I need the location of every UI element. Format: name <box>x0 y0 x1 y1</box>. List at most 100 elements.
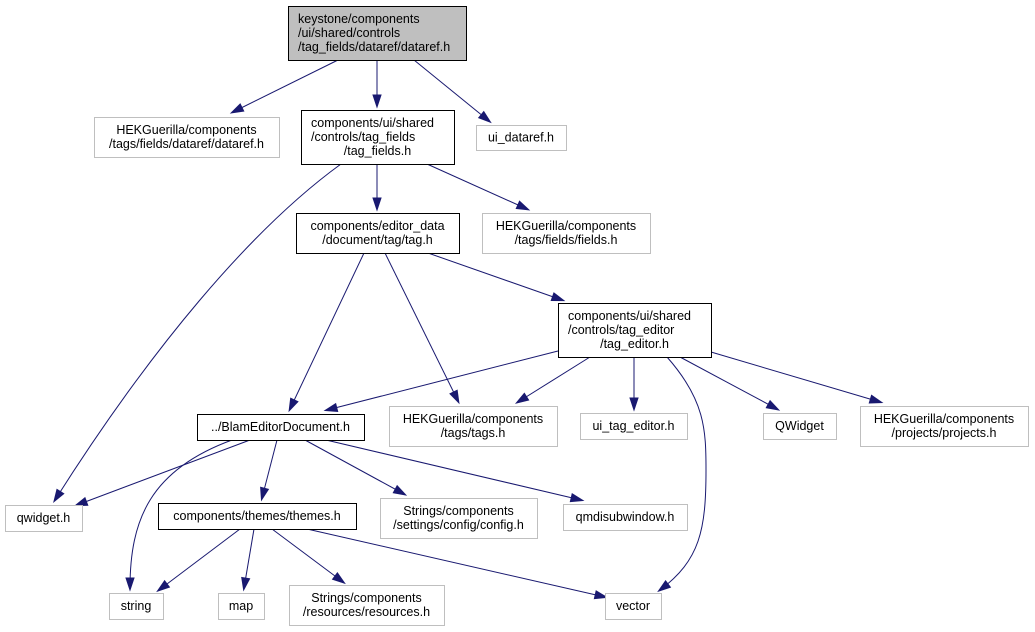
edge-line <box>76 439 251 506</box>
node-label-line: /ui/shared/controls <box>298 26 400 40</box>
node-resources: Strings/components/resources/resources.h <box>289 585 445 626</box>
node-label-line: HEKGuerilla/components <box>496 219 636 233</box>
arrowhead-icon <box>569 493 585 503</box>
edge-line <box>129 439 233 589</box>
node-label-line: /projects/projects.h <box>892 426 997 440</box>
node-box[interactable] <box>158 503 357 530</box>
arrowhead-icon <box>765 399 781 411</box>
edge-line <box>306 528 606 598</box>
edge-line <box>325 439 582 501</box>
edge-line <box>659 356 707 591</box>
node-box <box>5 505 83 532</box>
node-box <box>563 504 688 531</box>
node-label-line: /tags/tags.h <box>441 426 506 440</box>
node-box <box>763 413 837 440</box>
edge-root-to-ui_dataref <box>413 59 492 124</box>
edge-tag_h-to-hek_tags <box>384 252 460 405</box>
node-label-line: /settings/config/config.h <box>393 518 524 532</box>
arrowhead-icon <box>514 392 530 404</box>
edge-tag_fields-to-hek_fields <box>426 163 531 211</box>
edge-line <box>326 350 559 411</box>
arrowhead-icon <box>323 402 339 412</box>
node-qwidget-h: qwidget.h <box>5 505 83 532</box>
edge-root-to-hek_dataref <box>229 59 339 114</box>
edge-line <box>289 252 365 410</box>
edge-line <box>427 252 563 301</box>
node-label-line: ../BlamEditorDocument.h <box>211 420 350 434</box>
node-label-line: /tag_fields/dataref/dataref.h <box>298 40 450 54</box>
edge-themes-to-resources <box>271 528 346 585</box>
edge-line <box>517 356 591 403</box>
node-box <box>476 125 567 151</box>
arrowhead-icon <box>868 394 884 404</box>
edge-tag_editor-to-QWidget <box>679 356 781 411</box>
edge-tag_h-to-blam_doc <box>288 252 365 413</box>
node-label-line: Strings/components <box>403 504 513 518</box>
edge-line <box>426 163 528 210</box>
node-label-line: /document/tag/tag.h <box>322 233 433 247</box>
arrowhead-icon <box>515 200 531 211</box>
edge-themes-to-map <box>241 528 255 592</box>
node-hek-fields: HEKGuerilla/components/tags/fields/field… <box>482 213 651 254</box>
node-box <box>580 413 688 440</box>
node-box <box>289 585 445 626</box>
edge-blam_doc-to-qwidget_h <box>73 439 251 507</box>
node-box <box>482 213 651 254</box>
arrowhead-icon <box>372 94 382 109</box>
node-ui-dataref: ui_dataref.h <box>476 125 567 151</box>
node-hek-tags: HEKGuerilla/components/tags/tags.h <box>389 406 558 447</box>
node-box[interactable] <box>197 414 365 441</box>
node-box[interactable] <box>296 213 460 254</box>
node-box[interactable] <box>558 303 712 358</box>
node-label-line: ui_tag_editor.h <box>592 419 674 433</box>
node-string: string <box>109 593 164 620</box>
edge-line <box>384 252 459 402</box>
node-themes[interactable]: components/themes/themes.h <box>158 503 357 530</box>
node-label-line: Strings/components <box>311 591 421 605</box>
node-label-line: vector <box>616 599 650 613</box>
node-label-line: keystone/components <box>298 12 420 26</box>
node-box <box>380 498 538 539</box>
arrowhead-icon <box>372 197 382 212</box>
node-label-line: QWidget <box>775 419 824 433</box>
node-label-line: components/themes/themes.h <box>173 509 340 523</box>
node-label-line: components/ui/shared <box>568 309 691 323</box>
edge-themes-to-vector <box>306 528 609 600</box>
node-box[interactable] <box>288 6 467 61</box>
nodes-layer: keystone/components/ui/shared/controls/t… <box>5 6 1029 626</box>
node-tag-editor[interactable]: components/ui/shared/controls/tag_editor… <box>558 303 712 358</box>
node-map: map <box>218 593 265 620</box>
edge-line <box>54 163 342 501</box>
edge-blam_doc-to-qmdisubwindow <box>325 439 585 503</box>
node-box <box>860 406 1029 447</box>
arrowhead-icon <box>288 397 299 413</box>
node-label-line: string <box>121 599 152 613</box>
node-label-line: HEKGuerilla/components <box>874 412 1014 426</box>
edge-line <box>232 59 339 113</box>
arrowhead-icon <box>477 110 492 124</box>
node-hek-dataref: HEKGuerilla/components/tags/fields/datar… <box>94 117 280 158</box>
edge-tag_editor-to-blam_doc <box>323 350 559 412</box>
node-label-line: ui_dataref.h <box>488 131 554 145</box>
node-box <box>94 117 280 158</box>
node-tag-fields[interactable]: components/ui/shared/controls/tag_fields… <box>301 110 455 165</box>
node-blam-doc[interactable]: ../BlamEditorDocument.h <box>197 414 365 441</box>
node-hek-projects: HEKGuerilla/components/projects/projects… <box>860 406 1029 447</box>
node-ui-tag-editor: ui_tag_editor.h <box>580 413 688 440</box>
node-label-line: components/ui/shared <box>311 116 434 130</box>
node-qmdisubwindow: qmdisubwindow.h <box>563 504 688 531</box>
arrowhead-icon <box>53 488 65 504</box>
edge-tag_editor-to-hek_tags <box>514 356 591 404</box>
edge-line <box>710 351 881 403</box>
node-label-line: /tag_editor.h <box>600 337 669 351</box>
node-tag-h[interactable]: components/editor_data/document/tag/tag.… <box>296 213 460 254</box>
node-label-line: components/editor_data <box>310 219 444 233</box>
node-root[interactable]: keystone/components/ui/shared/controls/t… <box>288 6 467 61</box>
node-box <box>218 593 265 620</box>
node-box[interactable] <box>301 110 455 165</box>
arrowhead-icon <box>392 484 408 496</box>
edge-tag_fields-to-tag_h <box>372 164 382 212</box>
edge-line <box>271 528 344 583</box>
arrowhead-icon <box>156 579 171 593</box>
edge-line <box>679 356 778 410</box>
